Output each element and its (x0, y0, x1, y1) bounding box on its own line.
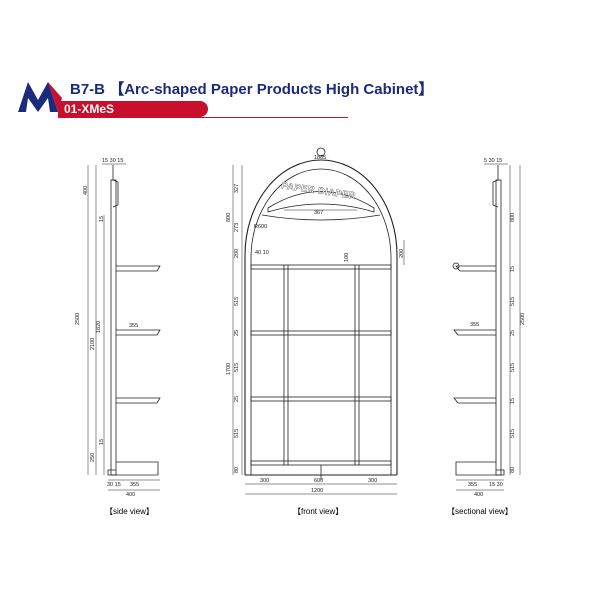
front-dim-515b: 515 (234, 363, 240, 372)
front-dim-300-left: 300 (260, 478, 269, 484)
front-view: PAPER DIAPER 1885 327 273 800 367 R600 4… (226, 147, 405, 495)
section-dim-bottom-total: 400 (474, 492, 483, 498)
header: B7-B 【Arc-shaped Paper Products High Cab… (0, 0, 600, 130)
front-dim-200-right: 200 (399, 249, 405, 258)
product-name: 【Arc-shaped Paper Products High Cabinet】 (109, 81, 434, 98)
side-view: 15 30 15 400 15 355 2500 1820 2100 15 25… (75, 158, 161, 498)
section-hook (492, 165, 499, 208)
section-dim-15b: 15 (510, 398, 516, 404)
front-sign-panel (267, 191, 375, 213)
front-inner-frame (250, 168, 392, 475)
section-shelf-3 (453, 397, 496, 404)
caption-sectional-view: 【sectional view】 (447, 507, 513, 516)
section-dim-15a: 15 (510, 266, 516, 272)
section-dim-bottom-mid: 355 (468, 482, 477, 488)
front-dim-327: 327 (234, 184, 240, 193)
side-hook (112, 165, 119, 208)
header-underline (58, 117, 348, 118)
page-title: B7-B 【Arc-shaped Paper Products High Cab… (70, 78, 433, 99)
side-dim-2100: 2100 (90, 338, 96, 350)
caption-front-view: 【front view】 (293, 507, 344, 516)
front-dim-25a: 25 (234, 330, 240, 336)
series-label: 01-XMeS (64, 102, 115, 116)
series-badge (58, 101, 208, 117)
front-dim-25b: 25 (234, 396, 240, 402)
side-dim-2500: 2500 (75, 313, 81, 325)
section-shelf-2 (453, 329, 496, 336)
side-dim-top-label: 15 30 15 (102, 158, 123, 164)
front-shelf-4 (250, 460, 392, 466)
section-dim-800: 800 (510, 213, 516, 222)
front-dim-4010: 40.10 (255, 250, 269, 256)
side-dim-1820: 1820 (96, 321, 102, 333)
front-dim-800: 800 (226, 213, 232, 222)
front-dim-1200: 1200 (311, 488, 323, 494)
product-code: B7-B (70, 81, 106, 98)
section-base (455, 461, 505, 476)
section-dim-515c: 515 (510, 429, 516, 438)
front-dim-515c: 515 (234, 429, 240, 438)
front-dim-r600: R600 (254, 224, 267, 230)
side-dim-355: 355 (129, 323, 138, 329)
side-dim-400: 400 (83, 186, 89, 195)
front-dim-600: 600 (314, 478, 323, 484)
section-dim-2500: 2500 (520, 313, 526, 325)
section-shelf-1 (455, 265, 496, 272)
section-upright (495, 179, 502, 476)
section-dim-25: 25 (510, 330, 516, 336)
front-outer-frame (244, 159, 398, 475)
front-dim-300-right: 300 (368, 478, 377, 484)
front-dim-200-left: 200 (234, 249, 240, 258)
front-dim-273: 273 (234, 223, 240, 232)
side-dim-250: 250 (90, 453, 96, 462)
front-shelf-1 (250, 264, 392, 270)
side-dim-15b: 15 (99, 439, 105, 445)
sectional-view: 5 30 15 800 2500 15 515 25 355 515 15 51… (452, 158, 526, 498)
side-upright (110, 179, 117, 476)
front-sign-arc (261, 214, 381, 221)
front-dim-367-label: 367 (314, 210, 323, 216)
section-dim-top-label: 5 30 15 (484, 158, 502, 164)
side-dim-bottom-mid: 355 (130, 482, 139, 488)
side-dim-bottom-total: 400 (126, 492, 135, 498)
front-dim-80: 80 (234, 467, 240, 473)
side-base (107, 461, 159, 476)
front-dim-515a: 515 (234, 297, 240, 306)
section-dim-80: 80 (510, 467, 516, 473)
front-dim-1885: 1885 (314, 155, 326, 161)
section-dim-bottom-right: 15 30 (489, 482, 503, 488)
front-shelf-3 (250, 396, 392, 402)
front-sign-text: PAPER DIAPER (280, 180, 356, 201)
side-shelf-1 (116, 265, 161, 272)
side-shelf-2 (116, 329, 161, 336)
section-dim-515a: 515 (510, 297, 516, 306)
caption-side-view: 【side view】 (105, 507, 154, 516)
section-dim-515b: 515 (510, 363, 516, 372)
side-shelf-3 (116, 397, 161, 404)
side-dim-15a: 15 (99, 216, 105, 222)
front-shelf-2 (250, 330, 392, 336)
section-dim-355: 355 (470, 322, 479, 328)
front-dim-1700: 1700 (226, 363, 232, 375)
front-dim-100: 100 (344, 253, 350, 262)
front-hanger-icon (316, 147, 326, 157)
side-dim-bottom-left: 30 15 (107, 482, 121, 488)
